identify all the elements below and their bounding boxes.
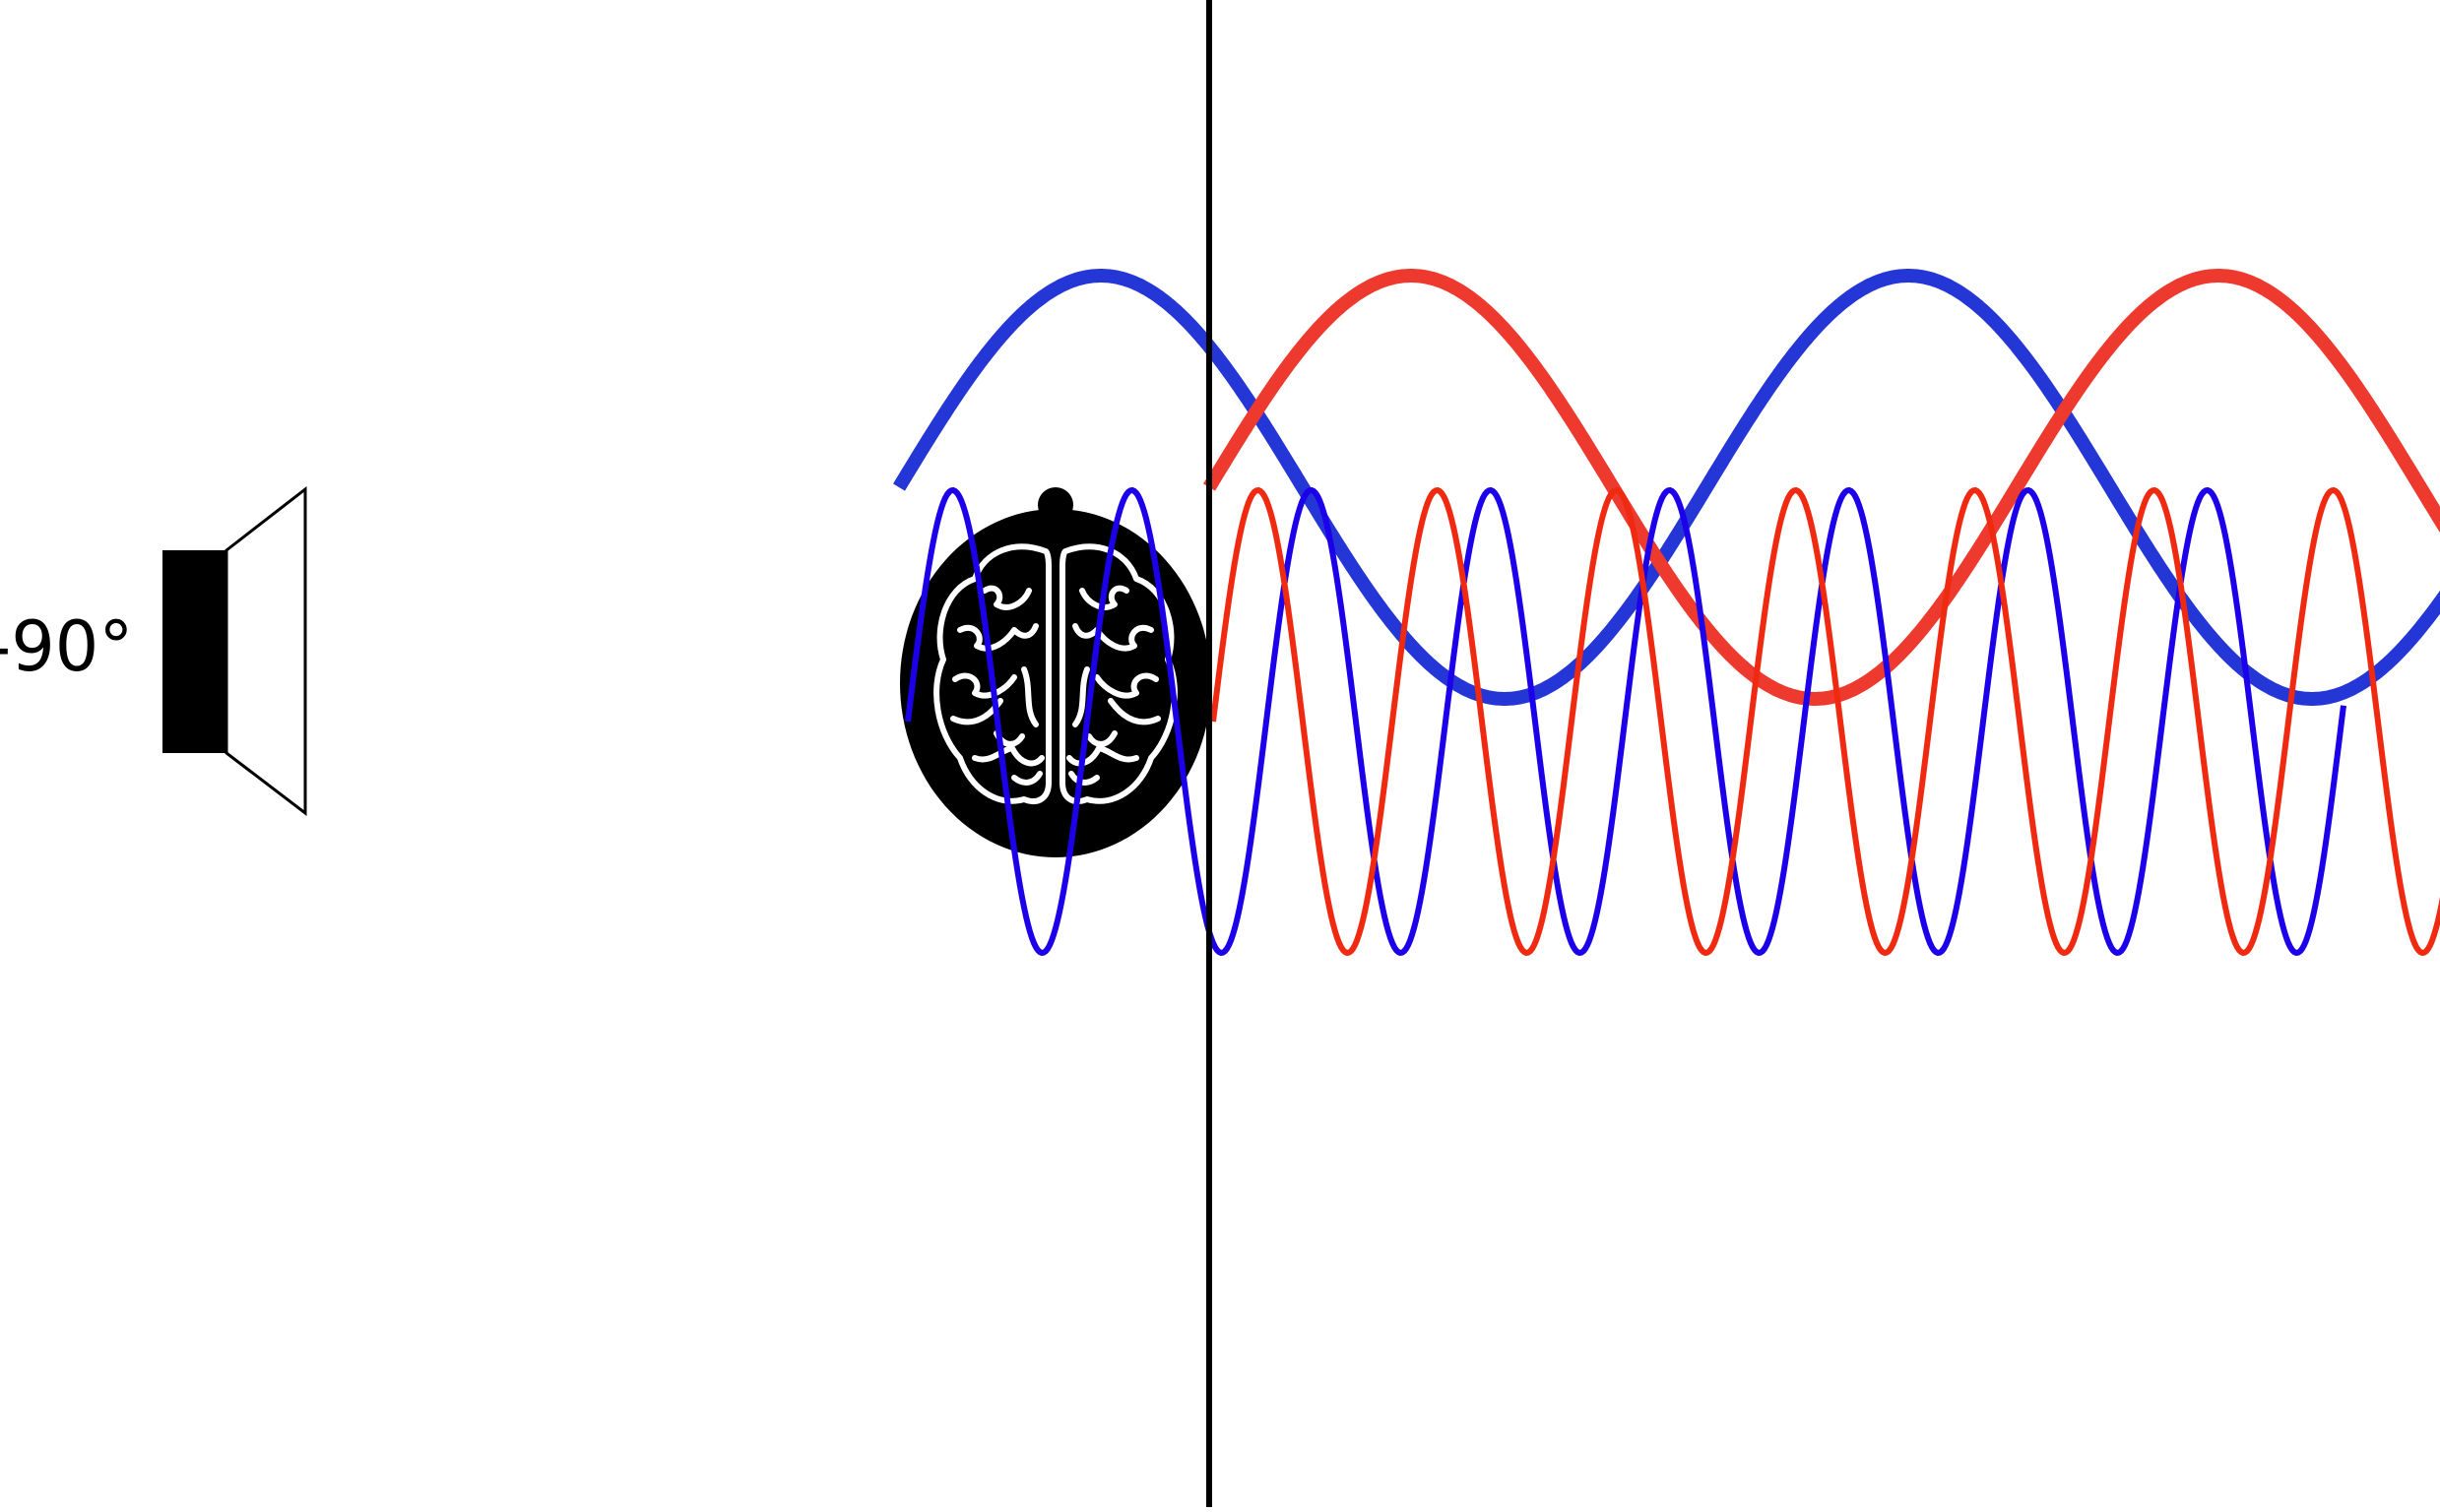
- low-frequency-wave-left-path: [893, 269, 2440, 706]
- speaker-angle-label: -90°: [0, 606, 134, 687]
- high-frequency-wave-right-path: [1210, 486, 2440, 957]
- brain-icon: [900, 487, 1211, 857]
- high-frequency-wave-right: [1210, 486, 2440, 957]
- high-frequency-wave-left-path: [905, 486, 2346, 957]
- high-frequency-wave-left: [905, 486, 2346, 957]
- low-frequency-wave-left: [893, 269, 2440, 706]
- speaker-icon: [162, 485, 307, 817]
